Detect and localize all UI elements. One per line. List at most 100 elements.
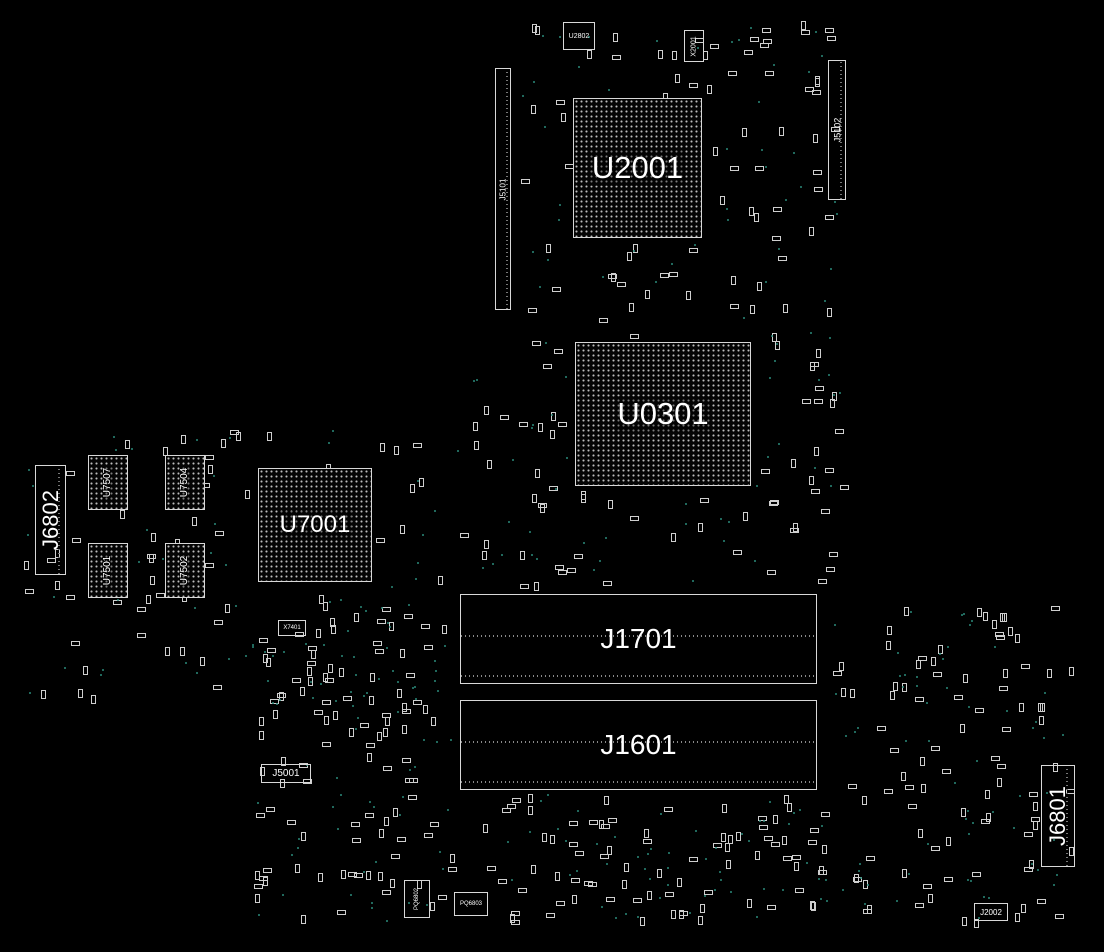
transistor-pq6802[interactable]: PQ6802 bbox=[404, 880, 430, 918]
component-label: J1701 bbox=[600, 623, 677, 654]
smd-pad bbox=[65, 471, 75, 477]
smd-pad bbox=[809, 362, 815, 372]
connector-j2002[interactable]: J2002 bbox=[974, 903, 1008, 921]
smd-pad bbox=[754, 166, 764, 172]
smd-pad bbox=[931, 746, 941, 752]
smd-pad bbox=[786, 802, 792, 812]
via-dot bbox=[992, 810, 995, 813]
via-dot bbox=[859, 862, 861, 865]
via-dot bbox=[532, 81, 535, 84]
smd-pad bbox=[659, 273, 669, 279]
component-x2001[interactable]: X2001 bbox=[684, 30, 704, 62]
smd-pad bbox=[23, 560, 29, 570]
smd-pad bbox=[482, 823, 488, 833]
smd-pad bbox=[365, 813, 375, 819]
chip-u0301[interactable]: U0301 bbox=[575, 342, 751, 486]
smd-pad bbox=[322, 673, 328, 683]
via-dot bbox=[1006, 709, 1009, 712]
via-dot bbox=[604, 536, 607, 539]
chip-u7507[interactable]: U7507 bbox=[88, 455, 128, 510]
smd-pad bbox=[749, 206, 755, 216]
smd-pad bbox=[772, 207, 782, 213]
via-dot bbox=[778, 248, 781, 251]
smd-pad bbox=[647, 891, 653, 901]
via-dot bbox=[362, 695, 365, 698]
memory-slot-j1601[interactable]: J1601 bbox=[460, 700, 817, 790]
connector-j5101[interactable]: J5101 bbox=[495, 68, 511, 310]
via-dot bbox=[355, 673, 358, 676]
smd-pad bbox=[255, 812, 265, 818]
smd-pad bbox=[805, 86, 815, 92]
via-dot bbox=[113, 436, 116, 439]
smd-pad bbox=[852, 876, 862, 882]
via-dot bbox=[758, 101, 761, 104]
via-dot bbox=[908, 873, 911, 876]
smd-pad bbox=[813, 398, 823, 404]
via-dot bbox=[565, 375, 568, 378]
chip-u7502[interactable]: U7502 bbox=[165, 543, 205, 598]
smd-pad bbox=[767, 570, 777, 576]
smd-pad bbox=[1001, 727, 1011, 733]
smd-pad bbox=[534, 468, 540, 478]
transistor-pq6803[interactable]: PQ6803 bbox=[454, 892, 488, 916]
via-dot bbox=[536, 558, 539, 561]
via-dot bbox=[435, 741, 438, 743]
via-dot bbox=[279, 698, 282, 701]
via-dot bbox=[809, 331, 812, 334]
via-dot bbox=[436, 689, 439, 692]
via-dot bbox=[441, 868, 444, 871]
via-dot bbox=[449, 739, 452, 742]
smd-pad bbox=[633, 897, 643, 903]
chip-u7501[interactable]: U7501 bbox=[88, 543, 128, 598]
via-dot bbox=[828, 337, 831, 340]
smd-pad bbox=[770, 499, 780, 505]
via-dot bbox=[667, 867, 670, 870]
connector-j6801[interactable]: J6801 bbox=[1041, 765, 1075, 867]
chip-u2001[interactable]: U2001 bbox=[573, 98, 702, 238]
via-dot bbox=[547, 794, 550, 797]
via-dot bbox=[389, 626, 392, 629]
smd-pad bbox=[772, 235, 782, 241]
via-dot bbox=[550, 414, 553, 417]
via-dot bbox=[368, 800, 371, 803]
smd-pad bbox=[764, 836, 774, 842]
smd-pad bbox=[535, 25, 541, 35]
crystal-x7401[interactable]: X7401 bbox=[278, 620, 306, 636]
smd-pad bbox=[688, 83, 698, 89]
via-dot bbox=[823, 300, 826, 303]
component-u2802[interactable]: U2802 bbox=[563, 22, 595, 50]
chip-u7001[interactable]: U7001 bbox=[258, 468, 372, 582]
smd-pad bbox=[790, 458, 796, 468]
smd-pad bbox=[550, 834, 556, 844]
smd-pad bbox=[932, 671, 942, 677]
via-dot bbox=[28, 691, 31, 694]
via-dot bbox=[538, 285, 541, 288]
smd-pad bbox=[800, 20, 806, 30]
smd-pad bbox=[368, 696, 374, 706]
memory-slot-j1701[interactable]: J1701 bbox=[460, 594, 817, 684]
smd-pad bbox=[835, 428, 845, 434]
smd-pad bbox=[330, 618, 336, 628]
via-dot bbox=[528, 830, 531, 833]
via-dot bbox=[896, 652, 899, 655]
via-dot bbox=[446, 809, 449, 812]
via-dot bbox=[212, 475, 215, 478]
via-dot bbox=[607, 88, 610, 91]
connector-j6802[interactable]: J6802 bbox=[35, 465, 66, 575]
via-dot bbox=[365, 610, 368, 613]
connector-j5001[interactable]: J5001 bbox=[261, 764, 311, 783]
via-dot bbox=[775, 342, 778, 345]
via-dot bbox=[764, 281, 767, 284]
via-dot bbox=[792, 811, 795, 814]
connector-j5102[interactable]: J5102 bbox=[828, 60, 846, 200]
via-dot bbox=[614, 917, 617, 920]
chip-u7504[interactable]: U7504 bbox=[165, 455, 205, 510]
smd-pad bbox=[321, 700, 331, 706]
via-dot bbox=[366, 691, 369, 694]
smd-pad bbox=[889, 690, 895, 700]
via-dot bbox=[531, 251, 534, 254]
smd-pad bbox=[347, 871, 357, 877]
via-dot bbox=[720, 518, 723, 521]
smd-pad bbox=[726, 860, 732, 870]
smd-pad bbox=[827, 36, 837, 42]
